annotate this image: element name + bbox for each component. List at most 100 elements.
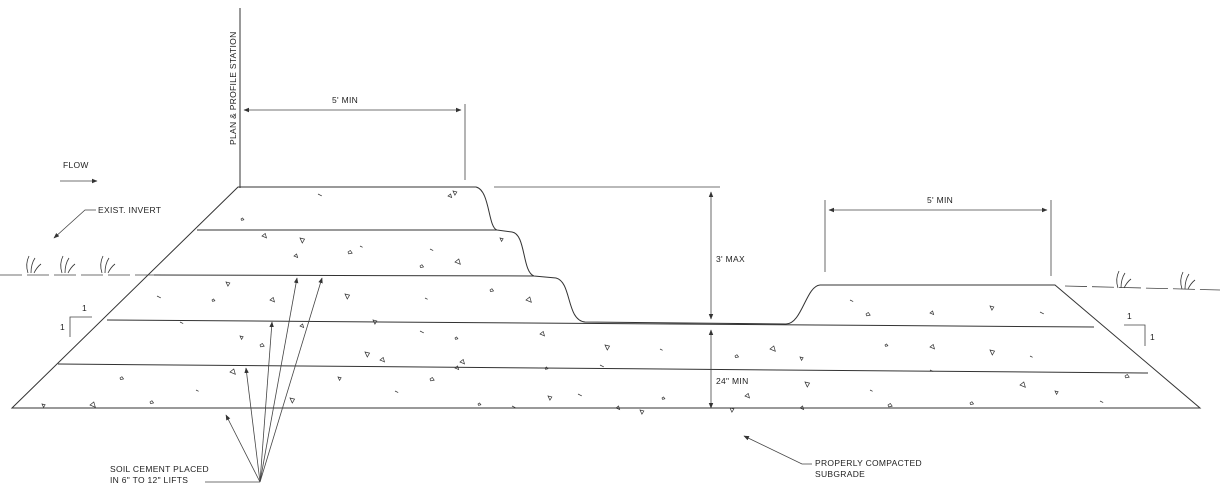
soil-cement-leaders	[205, 277, 323, 483]
aggregate-speck	[447, 193, 453, 199]
aggregate-speck	[849, 299, 854, 302]
aggregate-speck	[615, 405, 621, 411]
aggregate-speck	[429, 377, 435, 382]
aggregate-speck	[799, 405, 805, 411]
subgrade-note-line2: SUBGRADE	[815, 469, 865, 479]
aggregate-speck	[661, 396, 666, 400]
aggregate-speck	[259, 343, 265, 348]
aggregate-speck	[659, 348, 663, 351]
dim-5min-right-label: 5' MIN	[927, 195, 953, 205]
aggregate-speck	[525, 296, 532, 303]
slope-right-h-label: 1	[1127, 311, 1132, 321]
aggregate-speck	[299, 237, 306, 244]
aggregate-speck	[547, 395, 553, 401]
aggregate-speck	[1039, 311, 1044, 315]
aggregate-speck	[1054, 390, 1059, 396]
aggregate-speck	[804, 381, 811, 388]
flow-label: FLOW	[63, 160, 89, 170]
aggregate-speck	[317, 193, 322, 197]
aggregate-speck	[261, 232, 268, 239]
aggregate-speck	[454, 336, 459, 340]
slope-indicator-left	[69, 316, 92, 337]
aggregate-speck	[989, 305, 995, 311]
aggregate-speck	[229, 368, 236, 375]
aggregate-speck	[929, 310, 935, 316]
aggregate-speck	[419, 330, 424, 334]
aggregate-speck	[299, 323, 305, 329]
aggregate-speck	[452, 190, 458, 196]
dim-5min-left-label: 5' MIN	[332, 95, 358, 105]
aggregate-speck	[41, 403, 46, 409]
soil-cement-note-line2: IN 6" TO 12" LIFTS	[110, 475, 188, 485]
dim-24min-label: 24" MIN	[716, 376, 749, 386]
aggregate-speck	[577, 393, 582, 397]
aggregate-speck	[454, 258, 461, 265]
aggregate-speck	[344, 293, 351, 300]
aggregate-speck	[499, 237, 504, 243]
aggregate-speck	[156, 295, 161, 299]
aggregate-speck	[149, 400, 155, 405]
aggregate-speck	[799, 356, 804, 362]
aggregate-speck	[359, 245, 363, 248]
aggregate-speck	[459, 358, 466, 365]
aggregate-speck	[604, 344, 611, 351]
aggregate-speckles	[41, 190, 1130, 415]
lift-lines	[57, 229, 1149, 374]
aggregate-speck	[364, 351, 371, 358]
aggregate-speck	[865, 312, 871, 317]
slope-right-v-label: 1	[1150, 332, 1155, 342]
aggregate-speck	[477, 402, 482, 406]
subgrade-note-line1: PROPERLY COMPACTED	[815, 458, 922, 468]
aggregate-speck	[211, 298, 216, 302]
grass-tufts	[26, 255, 1196, 290]
aggregate-speck	[454, 365, 460, 371]
aggregate-speck	[544, 366, 549, 370]
aggregate-speck	[769, 345, 776, 352]
aggregate-speck	[372, 319, 378, 325]
aggregate-speck	[179, 321, 184, 324]
aggregate-speck	[539, 330, 546, 337]
slope-indicator-right	[1124, 324, 1146, 346]
aggregate-speck	[489, 288, 495, 293]
existing-ground-right	[1064, 285, 1220, 291]
aggregate-speck	[1029, 355, 1033, 358]
aggregate-speck	[337, 376, 342, 382]
aggregate-speck	[639, 409, 645, 415]
soil-cement-note-line1: SOIL CEMENT PLACED	[110, 464, 209, 474]
soil-cement-body-outline	[10, 186, 1202, 409]
exist-invert-label: EXIST. INVERT	[98, 205, 161, 215]
aggregate-speck	[869, 389, 873, 392]
slope-left-v-label: 1	[60, 322, 65, 332]
aggregate-speck	[884, 343, 889, 347]
dim-3max-label: 3' MAX	[716, 254, 745, 264]
aggregate-speck	[429, 248, 434, 251]
aggregate-speck	[1124, 374, 1130, 379]
aggregate-speck	[394, 390, 399, 393]
aggregate-speck	[347, 250, 353, 255]
aggregate-speck	[1019, 381, 1026, 388]
aggregate-speck	[887, 403, 893, 408]
aggregate-speck	[289, 397, 296, 404]
aggregate-speck	[989, 349, 996, 356]
aggregate-speck	[424, 297, 428, 300]
exist-invert-leader	[53, 209, 96, 239]
aggregate-speck	[240, 217, 245, 221]
slope-left-h-label: 1	[82, 303, 87, 313]
aggregate-speck	[734, 354, 740, 359]
aggregate-speck	[225, 281, 231, 287]
aggregate-speck	[599, 364, 604, 368]
aggregate-speck	[969, 401, 975, 406]
aggregate-speck	[729, 407, 735, 413]
aggregate-speck	[929, 343, 936, 350]
aggregate-speck	[1099, 400, 1104, 403]
station-label: PLAN & PROFILE STATION	[228, 31, 238, 145]
aggregate-speck	[511, 405, 516, 409]
aggregate-speck	[419, 264, 425, 269]
aggregate-speck	[379, 356, 386, 363]
aggregate-speck	[269, 296, 276, 303]
aggregate-speck	[239, 335, 244, 341]
aggregate-speck	[744, 392, 751, 399]
aggregate-speck	[195, 389, 199, 392]
aggregate-speck	[929, 369, 934, 372]
